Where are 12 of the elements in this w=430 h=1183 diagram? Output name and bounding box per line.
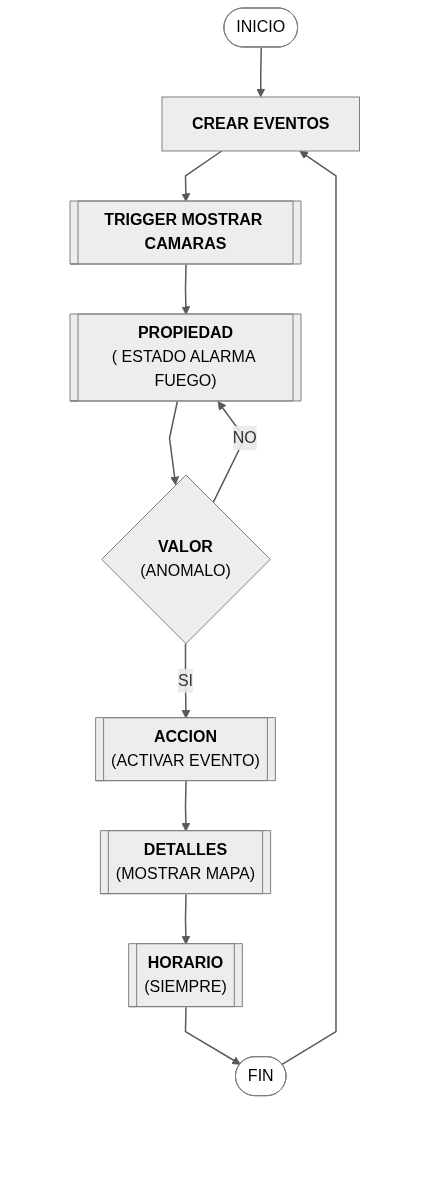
arrow (185, 1006, 242, 1065)
arrow (169, 400, 180, 486)
arrow (256, 46, 266, 98)
arrow (181, 780, 191, 832)
edge-label: NO (233, 428, 257, 446)
arrow (281, 150, 337, 1066)
node-diamond: VALOR (ANOMALO) (101, 474, 272, 645)
edge-label: SI (178, 671, 194, 689)
arrow (181, 263, 191, 315)
node-box: CREAR EVENTOS (161, 96, 361, 152)
arrow (181, 893, 191, 945)
arrow (181, 150, 223, 202)
